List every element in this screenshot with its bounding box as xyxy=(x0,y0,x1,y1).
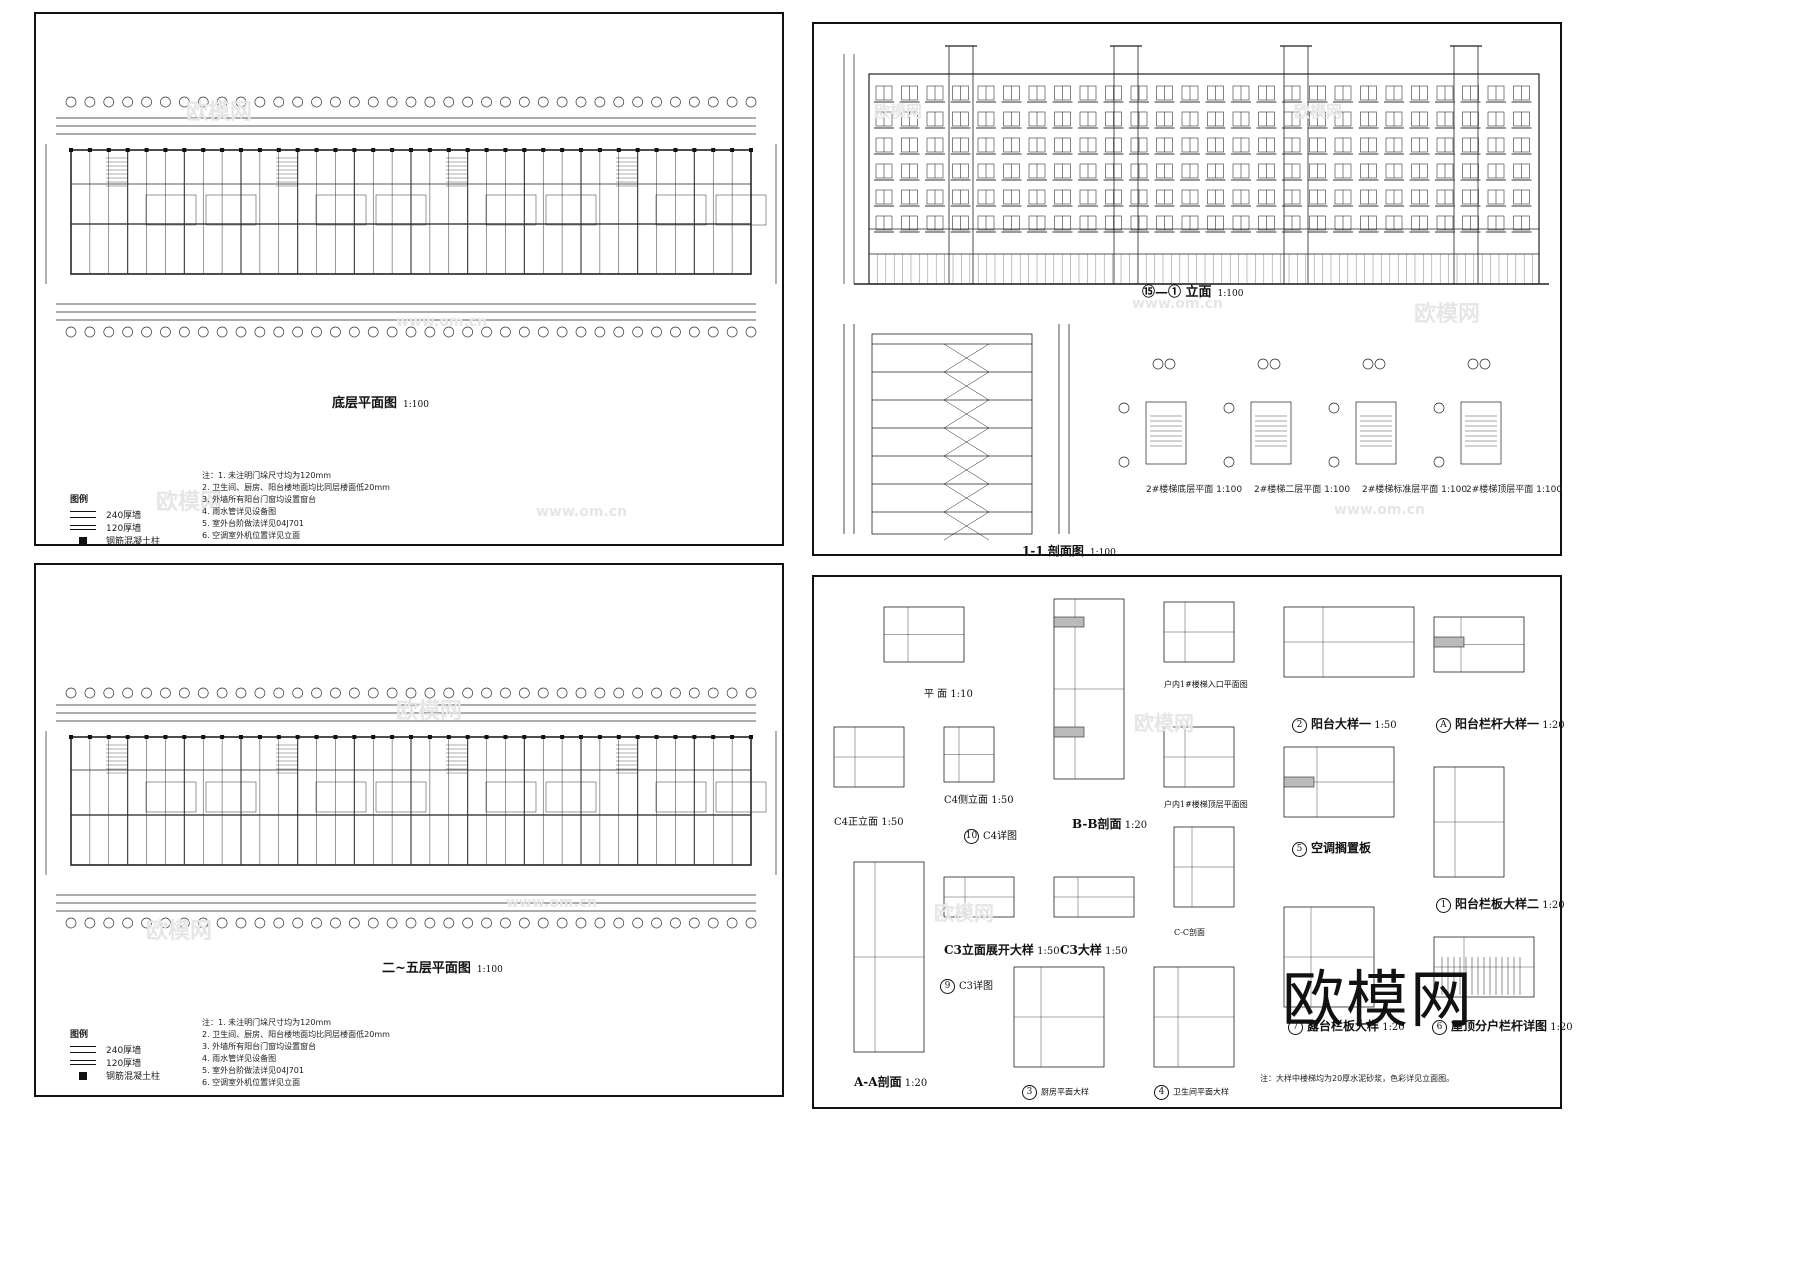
detail-title: B-B剖面 1:20 xyxy=(1072,817,1148,831)
stair-plan-title-4: 2#楼梯顶层平面 1:100 xyxy=(1466,485,1563,495)
legend-item: 240厚墙 xyxy=(106,511,142,521)
legend-item: 240厚墙 xyxy=(106,1046,142,1056)
legend-swatch-120 xyxy=(70,1060,96,1065)
legend-label: 图例 xyxy=(70,495,89,505)
detail-title: 户内1#楼梯入口平面图 xyxy=(1164,680,1248,689)
legend-item: 钢筋混凝土柱 xyxy=(106,537,161,547)
detail-title: 户内1#楼梯顶层平面图 xyxy=(1164,800,1248,809)
legend-item: 120厚墙 xyxy=(106,1059,142,1069)
sheet-details: 欧模网 欧模网 平 面 1:10 C4正立面 1:50 C4侧立面 1:50 1… xyxy=(812,575,1573,1109)
legend-label: 图例 xyxy=(70,1030,89,1040)
details-footnote: 注：大样中楼梯均为20厚水泥砂浆，色彩详见立面图。 xyxy=(1260,1074,1455,1083)
detail-title: C3大样 1:50 xyxy=(1060,943,1128,957)
stair-plan-title-2: 2#楼梯二层平面 1:100 xyxy=(1254,485,1351,495)
legend-swatch-column xyxy=(79,1071,87,1080)
stair-plan-title-3: 2#楼梯标准层平面 1:100 xyxy=(1362,485,1468,495)
notes-upper: 注：1. 未注明门垛尺寸均为120mm 2. 卫生间、厨房、阳台楼地面均比同层楼… xyxy=(202,1018,390,1087)
legend-item: 120厚墙 xyxy=(106,524,142,534)
legend-swatch-240 xyxy=(70,1046,96,1053)
legend-swatch-column xyxy=(79,536,87,545)
legend-swatch-120 xyxy=(70,525,96,530)
detail-title: C-C剖面 xyxy=(1174,928,1205,937)
legend-swatch-240 xyxy=(70,511,96,518)
detail-title: 平 面 1:10 xyxy=(924,689,973,700)
detail-title: C4正立面 1:50 xyxy=(834,817,904,828)
stair-plan-title-1: 2#楼梯底层平面 1:100 xyxy=(1146,485,1243,495)
legend-ground: 图例 240厚墙 120厚墙 钢筋混凝土柱 xyxy=(70,492,160,547)
logo-text: 欧模网 xyxy=(1282,963,1475,1036)
detail-title: A-A剖面 1:20 xyxy=(854,1075,928,1089)
notes-ground: 注：1. 未注明门垛尺寸均为120mm 2. 卫生间、厨房、阳台楼地面均比同层楼… xyxy=(202,471,390,540)
ground-plan-drawing xyxy=(45,96,777,338)
elevation-drawing xyxy=(843,45,1549,541)
detail-title: C3立面展开大样 1:50 xyxy=(944,943,1060,957)
legend-item: 钢筋混凝土柱 xyxy=(106,1072,161,1082)
legend-upper: 图例 240厚墙 120厚墙 钢筋混凝土柱 xyxy=(70,1027,160,1082)
details-drawing xyxy=(833,598,1535,1068)
upper-plan-drawing xyxy=(45,687,777,929)
detail-title: C4侧立面 1:50 xyxy=(944,795,1014,806)
